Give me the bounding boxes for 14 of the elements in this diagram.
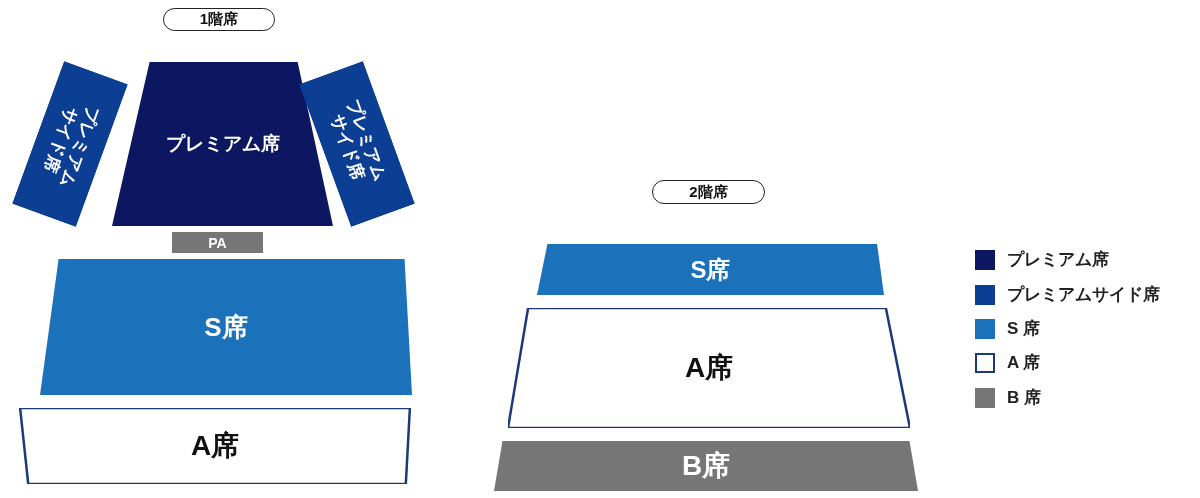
seating-section: A席	[508, 308, 910, 428]
seating-section: S席	[40, 259, 412, 395]
legend-text: S 席	[1007, 318, 1041, 340]
seating-section: S席	[537, 244, 884, 295]
legend-text: A 席	[1007, 352, 1041, 374]
legend-text: プレミアム席	[1007, 249, 1109, 271]
pa-booth: PA	[172, 232, 263, 253]
floor-label: 2階席	[652, 180, 765, 204]
seating-section: プレミアムサイド席	[299, 60, 415, 228]
legend-text: B 席	[1007, 387, 1041, 409]
seating-section: プレミアムサイド席	[12, 60, 128, 228]
legend-text: プレミアムサイド席	[1007, 284, 1160, 306]
floor-label: 1階席	[163, 8, 275, 31]
seating-section: B席	[494, 441, 918, 491]
